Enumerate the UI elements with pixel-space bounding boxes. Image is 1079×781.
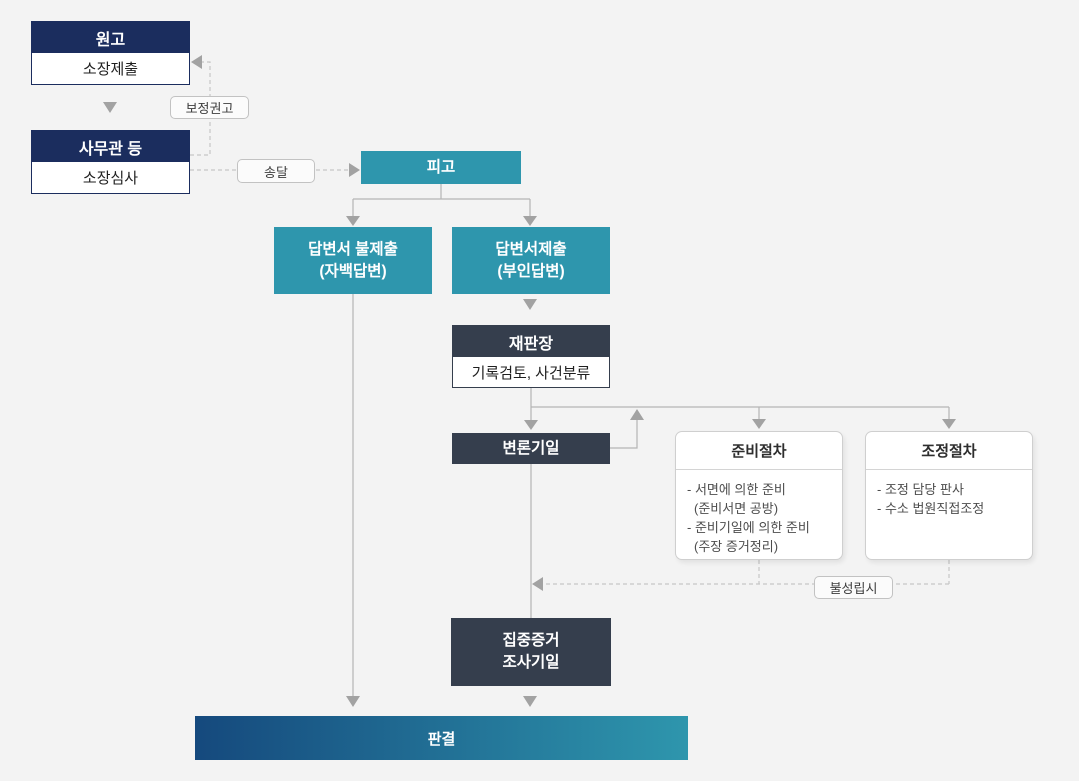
- node-no-answer-line1: 답변서 불제출: [308, 240, 398, 258]
- byeonron-up-line: [610, 420, 638, 449]
- node-plaintiff: 원고 소장제출: [31, 21, 190, 85]
- arrow-bojeong-into-wongo: [191, 55, 202, 69]
- node-no-answer: 답변서 불제출 (자백답변): [274, 227, 432, 294]
- node-plaintiff-action: 소장제출: [32, 53, 189, 84]
- node-no-answer-line2: (자백답변): [319, 262, 387, 280]
- pigo-split-lines: [352, 184, 531, 216]
- mediation-item: - 조정 담당 판사: [877, 482, 964, 497]
- arrow-jipjung-to-pangyeol: [523, 696, 537, 707]
- arrow-into-answer: [523, 216, 537, 226]
- node-evidence-line1: 집중증거: [502, 632, 560, 650]
- node-answer-filed-line2: (부인답변): [497, 262, 565, 280]
- node-clerk: 사무관 등 소장심사: [31, 130, 190, 194]
- panel-preparation-title: 준비절차: [676, 432, 842, 470]
- label-service: 송달: [237, 159, 315, 183]
- node-evidence-line2: 조사기일: [502, 654, 560, 671]
- arrow-into-jojeong: [942, 419, 956, 429]
- node-hearing-date: 변론기일: [452, 433, 610, 464]
- node-plaintiff-title: 원고: [32, 22, 189, 53]
- arrow-into-junbi: [752, 419, 766, 429]
- node-evidence-examination: 집중증거 조사기일: [451, 618, 611, 686]
- mediation-item: - 수소 법원직접조정: [877, 500, 985, 516]
- node-defendant: 피고: [361, 151, 521, 184]
- panel-preparation-procedure: 준비절차 - 서면에 의한 준비 (준비서면 공방) - 준비기일에 의한 준비…: [675, 431, 843, 560]
- arrow-wongo-to-samugwan: [103, 102, 117, 113]
- arrow-answer-to-jaepanjang: [523, 299, 537, 310]
- panel-mediation-procedure: 조정절차 - 조정 담당 판사 - 수소 법원직접조정: [865, 431, 1033, 560]
- preparation-item: (준비서면 공방): [694, 500, 779, 516]
- node-judgment: 판결: [195, 716, 688, 760]
- panel-mediation-body: - 조정 담당 판사 - 수소 법원직접조정: [866, 470, 1032, 519]
- node-answer-filed-line1: 답변서제출: [495, 240, 567, 258]
- label-correction-recommendation: 보정권고: [170, 96, 249, 119]
- node-clerk-title: 사무관 등: [32, 131, 189, 162]
- arrow-into-no-answer: [346, 216, 360, 226]
- preparation-item: - 서면에 의한 준비: [687, 482, 786, 497]
- arrow-byeonron-up: [630, 409, 644, 420]
- label-if-mediation-fails: 불성립시: [814, 576, 893, 599]
- branch-line-to-panels: [531, 406, 950, 419]
- arrow-no-answer-into-pangyeol: [346, 696, 360, 707]
- node-presiding-judge-title: 재판장: [453, 326, 609, 357]
- arrow-into-byeonron: [524, 420, 538, 430]
- preparation-item: - 준비기일에 의한 준비: [687, 519, 810, 535]
- preparation-item: (주장 증거정리): [694, 538, 779, 554]
- node-clerk-action: 소장심사: [32, 162, 189, 193]
- node-answer-filed: 답변서제출 (부인답변): [452, 227, 610, 294]
- arrow-songdal-into-pigo: [349, 163, 360, 177]
- node-presiding-judge-action: 기록검토, 사건분류: [453, 357, 609, 387]
- panel-preparation-body: - 서면에 의한 준비 (준비서면 공방) - 준비기일에 의한 준비 (주장 …: [676, 470, 842, 556]
- arrow-return-into-column: [532, 577, 543, 591]
- dashed-return-path: [543, 560, 950, 585]
- node-presiding-judge: 재판장 기록검토, 사건분류: [452, 325, 610, 388]
- panel-mediation-title: 조정절차: [866, 432, 1032, 470]
